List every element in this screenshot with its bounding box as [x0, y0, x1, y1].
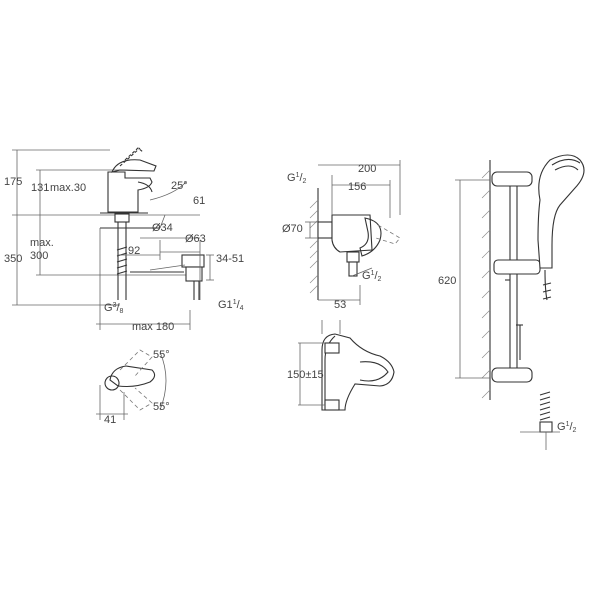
label-max: max.	[30, 237, 54, 249]
label-55deg-bottom: 55°	[153, 401, 170, 413]
shower-rail-set	[455, 154, 585, 450]
label-150: 150±15	[287, 369, 324, 381]
label-131: 131	[31, 182, 49, 194]
label-34-51: 34-51	[216, 253, 244, 265]
label-max30: max.30	[50, 182, 86, 194]
label-175: 175	[4, 176, 22, 188]
label-61: 61	[193, 195, 205, 207]
label-d70: Ø70	[282, 223, 303, 235]
label-55deg-top: 55°	[153, 349, 170, 361]
label-620: 620	[438, 275, 456, 287]
label-d63: Ø63	[185, 233, 206, 245]
label-g12-bottom: G1/2	[557, 421, 577, 434]
label-156: 156	[348, 181, 366, 193]
label-92: 92	[128, 245, 140, 257]
label-g12-mid: G1/2	[362, 270, 382, 283]
label-350: 350	[4, 253, 22, 265]
basin-mixer-top-view	[96, 349, 167, 420]
label-300: 300	[30, 250, 48, 262]
label-g38: G3/8	[104, 302, 124, 315]
shower-mixer-front-view	[298, 320, 395, 411]
label-53: 53	[334, 299, 346, 311]
label-g114: G11/4	[218, 299, 244, 312]
label-41: 41	[104, 414, 116, 426]
basin-mixer-side-view	[12, 147, 214, 330]
dimension-labels: 175 131 max.30 25° 61 Ø34 max. 300 350 9…	[4, 163, 577, 434]
label-d34: Ø34	[152, 222, 173, 234]
label-max180: max 180	[132, 321, 174, 333]
label-g12-top: G1/2	[287, 172, 307, 185]
label-200: 200	[358, 163, 376, 175]
label-25deg: 25°	[171, 180, 188, 192]
shower-mixer-side-view	[305, 160, 401, 305]
